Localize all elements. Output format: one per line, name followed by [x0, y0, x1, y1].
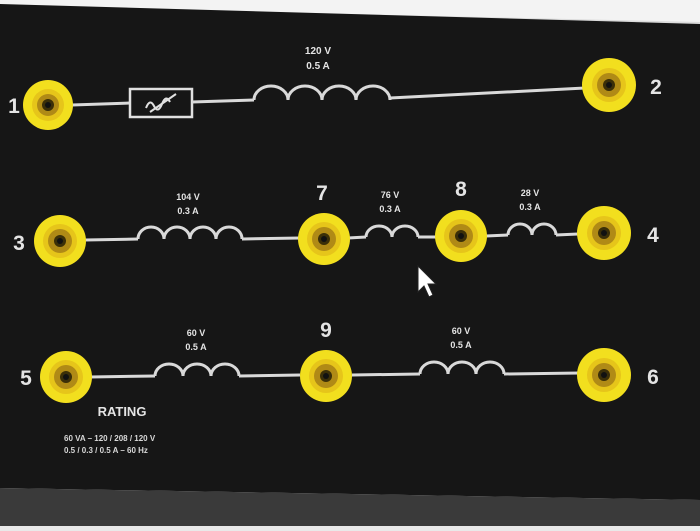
winding-current-label: 0.5 A [306, 61, 330, 72]
wire [389, 86, 586, 100]
winding-coil [506, 222, 558, 236]
winding-coil [364, 224, 420, 238]
terminal-9[interactable] [300, 350, 352, 402]
terminal-label: 8 [455, 178, 467, 201]
winding-voltage-label: 76 V [381, 190, 400, 200]
terminal-label: 1 [8, 95, 20, 118]
winding-current-label: 0.5 A [450, 340, 472, 350]
bottom-bezel [0, 488, 700, 526]
terminal-4[interactable] [577, 206, 631, 260]
terminal-label: 2 [650, 76, 662, 99]
rating-line-2: 0.5 / 0.3 / 0.5 A – 60 Hz [64, 446, 148, 455]
mouse-cursor-icon [417, 264, 438, 298]
winding-voltage-label: 28 V [521, 188, 540, 198]
winding-current-label: 0.3 A [519, 202, 541, 212]
rating-title: RATING [98, 404, 147, 419]
terminal-5[interactable] [40, 351, 92, 403]
winding-voltage-label: 60 V [452, 326, 471, 336]
winding-coil [418, 360, 506, 375]
terminal-7[interactable] [298, 213, 350, 265]
winding-coil [136, 225, 244, 240]
terminal-label: 9 [320, 319, 332, 342]
winding-current-label: 0.3 A [177, 206, 199, 216]
panel-surface [0, 4, 700, 500]
terminal-label: 4 [647, 224, 659, 247]
winding-coil [252, 84, 392, 101]
top-bezel [0, 0, 700, 22]
row-2-circuit: 104 V 0.3 A 76 V 0.3 A 28 V 0.3 A [84, 188, 579, 242]
terminal-3[interactable] [34, 215, 86, 267]
winding-coil [153, 362, 241, 377]
rating-line-1: 60 VA – 120 / 208 / 120 V [64, 434, 156, 443]
winding-voltage-label: 104 V [176, 192, 200, 202]
terminal-1[interactable] [23, 80, 73, 130]
thermal-fuse-icon [128, 87, 194, 119]
terminal-label: 6 [647, 366, 659, 389]
wire [71, 101, 131, 107]
winding-voltage-label: 60 V [187, 328, 206, 338]
terminal-8[interactable] [435, 210, 487, 262]
terminal-label: 5 [20, 367, 32, 390]
winding-voltage-label: 120 V [305, 46, 331, 57]
terminal-label: 3 [13, 232, 25, 255]
row-1-circuit: 120 V 0.5 A [71, 46, 586, 119]
winding-current-label: 0.3 A [379, 204, 401, 214]
fuse-symbol [145, 97, 171, 111]
row-3-circuit: 60 V 0.5 A 60 V 0.5 A [89, 326, 581, 379]
terminal-label: 7 [316, 182, 328, 205]
terminal-6[interactable] [577, 348, 631, 402]
terminal-2[interactable] [582, 58, 636, 112]
winding-current-label: 0.5 A [185, 342, 207, 352]
